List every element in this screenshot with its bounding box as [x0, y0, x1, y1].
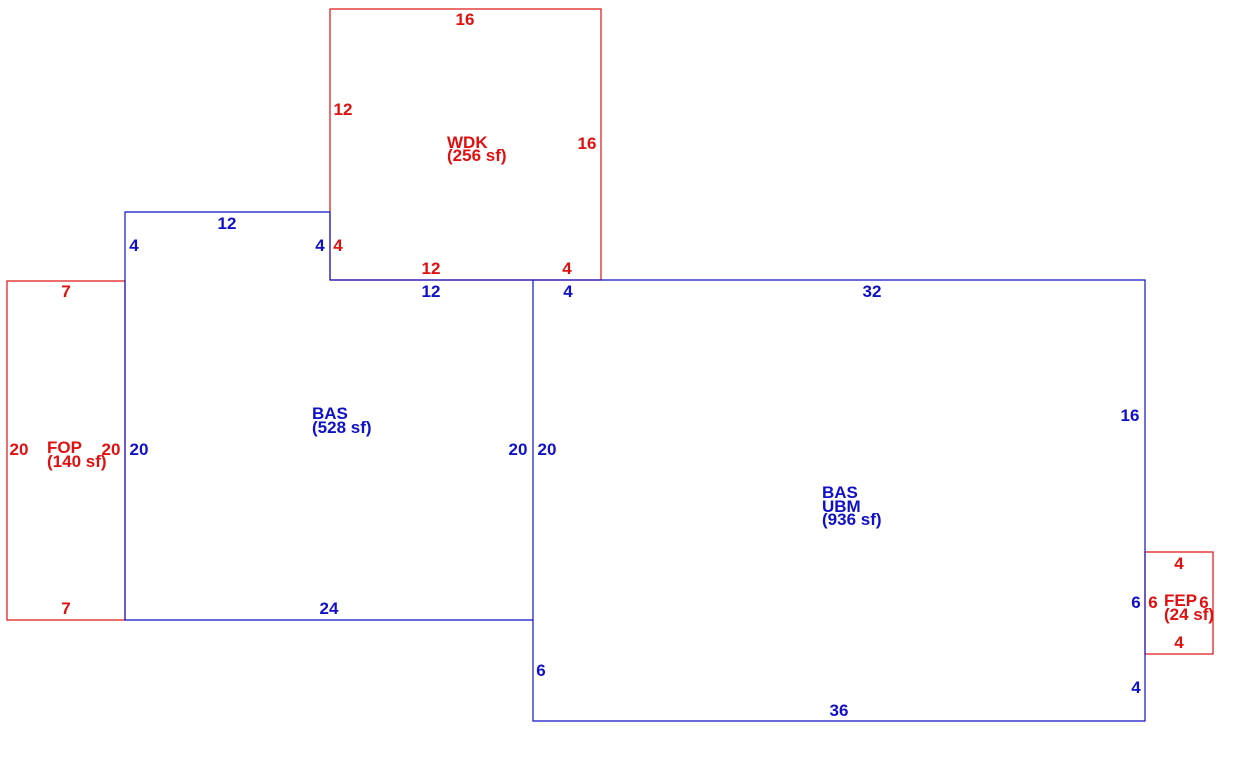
- wdk-code: WDK: [447, 133, 488, 152]
- wdk-dim-left-lower: 4: [333, 236, 343, 255]
- wdk-area: (256 sf): [447, 146, 507, 165]
- wdk-dim-top: 16: [456, 10, 475, 29]
- bas-left-area: (528 sf): [312, 418, 372, 437]
- fop-dim-top: 7: [61, 282, 70, 301]
- bas-right-dim-left: 20: [538, 440, 557, 459]
- bas-right-outline: [532, 279, 1146, 722]
- wdk-dim-bottom: 12: [422, 259, 441, 278]
- fep-area: (24 sf): [1164, 605, 1214, 624]
- fep-dim-top: 4: [1174, 554, 1184, 573]
- fop-area: (140 sf): [47, 452, 107, 471]
- bas-left-code: BAS: [312, 404, 348, 423]
- bas-right-dim-right: 16: [1121, 406, 1140, 425]
- wdk-dim-left: 12: [334, 100, 353, 119]
- bas-right-dim-top-notch: 4: [563, 282, 573, 301]
- bas-left-dim-bottom: 24: [320, 599, 339, 618]
- fop-code: FOP: [47, 438, 82, 457]
- bas-left-dim-notch: 4: [315, 236, 325, 255]
- bas-right-dim-right-lower: 4: [1131, 678, 1141, 697]
- fop-dim-right: 20: [102, 440, 121, 459]
- fop-dim-left: 20: [10, 440, 29, 459]
- bas-right-dim-left-lower: 6: [536, 661, 545, 680]
- fep-dim-right: 6: [1199, 593, 1208, 612]
- bas-left-dim-leftside: 4: [129, 236, 139, 255]
- bas-left-dim-notch-bottom: 12: [422, 282, 441, 301]
- bas-right-code: BAS: [822, 483, 858, 502]
- bas-right-dim-top: 32: [863, 282, 882, 301]
- bas-right-code2: UBM: [822, 497, 861, 516]
- bas-left-dim-top: 12: [218, 214, 237, 233]
- fep-dim-left: 6: [1148, 593, 1157, 612]
- wdk-dim-bottom-right: 4: [562, 259, 572, 278]
- bas-right-dim-right-fep: 6: [1131, 593, 1140, 612]
- wdk-dim-right: 16: [578, 134, 597, 153]
- bas-left-dim-right: 20: [509, 440, 528, 459]
- fep-dim-bottom: 4: [1174, 633, 1184, 652]
- bas-right-area: (936 sf): [822, 510, 882, 529]
- bas-left-dim-left: 20: [130, 440, 149, 459]
- fep-code: FEP: [1164, 591, 1197, 610]
- bas-right-dim-bottom: 36: [830, 701, 849, 720]
- fop-dim-bottom: 7: [61, 599, 70, 618]
